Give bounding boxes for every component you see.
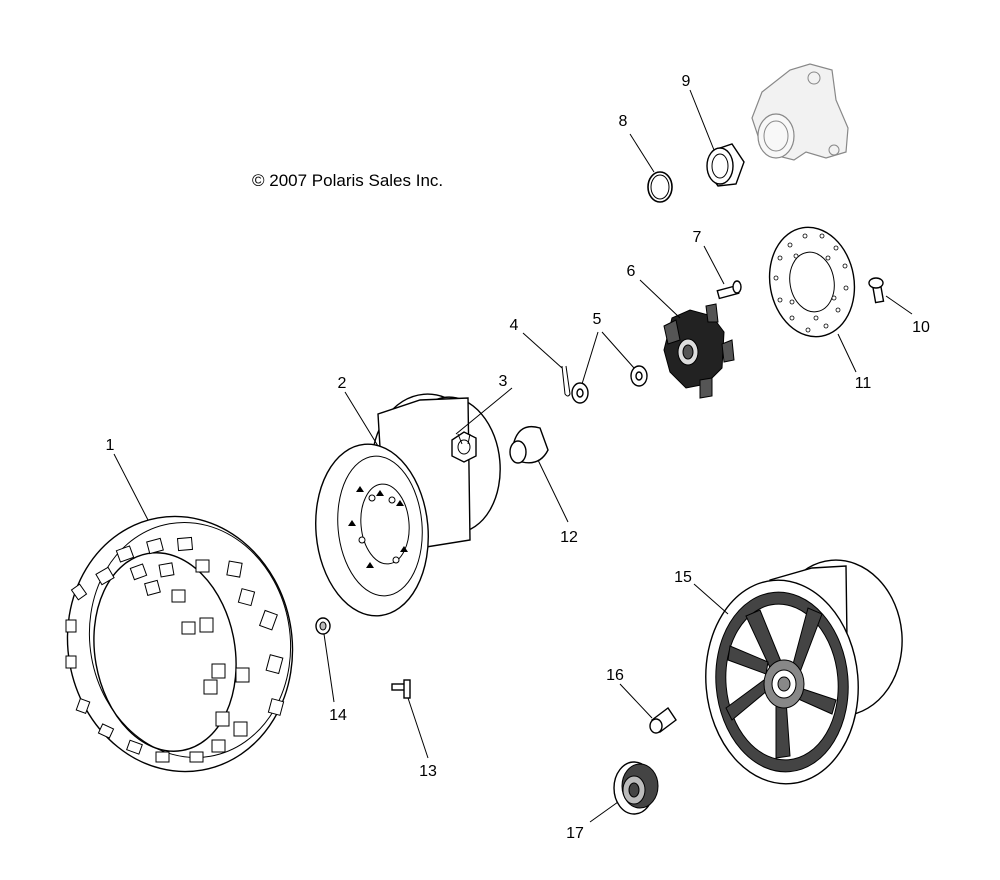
callout-4: 4 bbox=[510, 317, 519, 334]
valve-stem-part[interactable] bbox=[391, 679, 411, 699]
tire-part[interactable] bbox=[47, 498, 312, 789]
spindle-knuckle bbox=[751, 63, 849, 161]
leader-3 bbox=[455, 387, 513, 435]
castle-nut-part[interactable] bbox=[451, 431, 477, 463]
leader-11 bbox=[837, 333, 857, 373]
stud-plug-part[interactable] bbox=[649, 706, 677, 734]
leader-14 bbox=[323, 633, 335, 703]
leader-9 bbox=[689, 89, 715, 151]
washers-part[interactable] bbox=[571, 365, 648, 404]
leader-2 bbox=[344, 391, 379, 447]
callout-9: 9 bbox=[682, 73, 691, 90]
leader-6 bbox=[639, 279, 681, 319]
leader-16 bbox=[619, 683, 653, 719]
snap-ring-part[interactable] bbox=[647, 171, 673, 203]
brake-disc-part[interactable] bbox=[761, 221, 863, 344]
leader-7 bbox=[703, 245, 725, 285]
dust-cap-part[interactable] bbox=[509, 425, 549, 464]
callout-labels: 1 2 3 4 5 6 7 8 9 10 11 12 13 14 15 16 1… bbox=[106, 73, 930, 842]
callout-1: 1 bbox=[106, 437, 115, 454]
callout-2: 2 bbox=[338, 375, 347, 392]
hub-stud-part[interactable] bbox=[716, 280, 742, 300]
leader-lines bbox=[113, 89, 913, 823]
leader-17 bbox=[589, 801, 619, 823]
callout-16: 16 bbox=[606, 667, 624, 684]
callout-14: 14 bbox=[329, 707, 347, 724]
leader-1 bbox=[113, 453, 149, 521]
steel-rim-part[interactable] bbox=[309, 389, 506, 620]
lug-nut-part[interactable] bbox=[315, 617, 331, 635]
bolt-part[interactable] bbox=[868, 277, 885, 304]
leader-10 bbox=[885, 295, 913, 315]
cotter-pin-part[interactable] bbox=[561, 365, 571, 397]
callout-8: 8 bbox=[619, 113, 628, 130]
callout-10: 10 bbox=[912, 319, 930, 336]
wheel-hub-part[interactable] bbox=[663, 303, 735, 399]
callout-6: 6 bbox=[627, 263, 636, 280]
leader-5a bbox=[581, 331, 599, 385]
leader-12 bbox=[537, 459, 569, 523]
leader-13 bbox=[407, 697, 429, 759]
leader-8 bbox=[629, 133, 655, 173]
callout-17: 17 bbox=[566, 825, 584, 842]
leader-5b bbox=[601, 331, 635, 369]
callout-5: 5 bbox=[593, 311, 602, 328]
bearing-part[interactable] bbox=[706, 143, 745, 187]
leader-15 bbox=[693, 583, 729, 615]
copyright-notice: © 2007 Polaris Sales Inc. bbox=[252, 171, 443, 190]
callout-7: 7 bbox=[693, 229, 702, 246]
callout-13: 13 bbox=[419, 763, 437, 780]
center-cap-part[interactable] bbox=[613, 761, 659, 815]
alloy-wheel-part[interactable] bbox=[697, 555, 908, 791]
leader-4 bbox=[522, 332, 563, 369]
callout-11: 11 bbox=[855, 375, 872, 392]
callout-3: 3 bbox=[499, 373, 508, 390]
callout-12: 12 bbox=[560, 529, 578, 546]
callout-15: 15 bbox=[674, 569, 692, 586]
